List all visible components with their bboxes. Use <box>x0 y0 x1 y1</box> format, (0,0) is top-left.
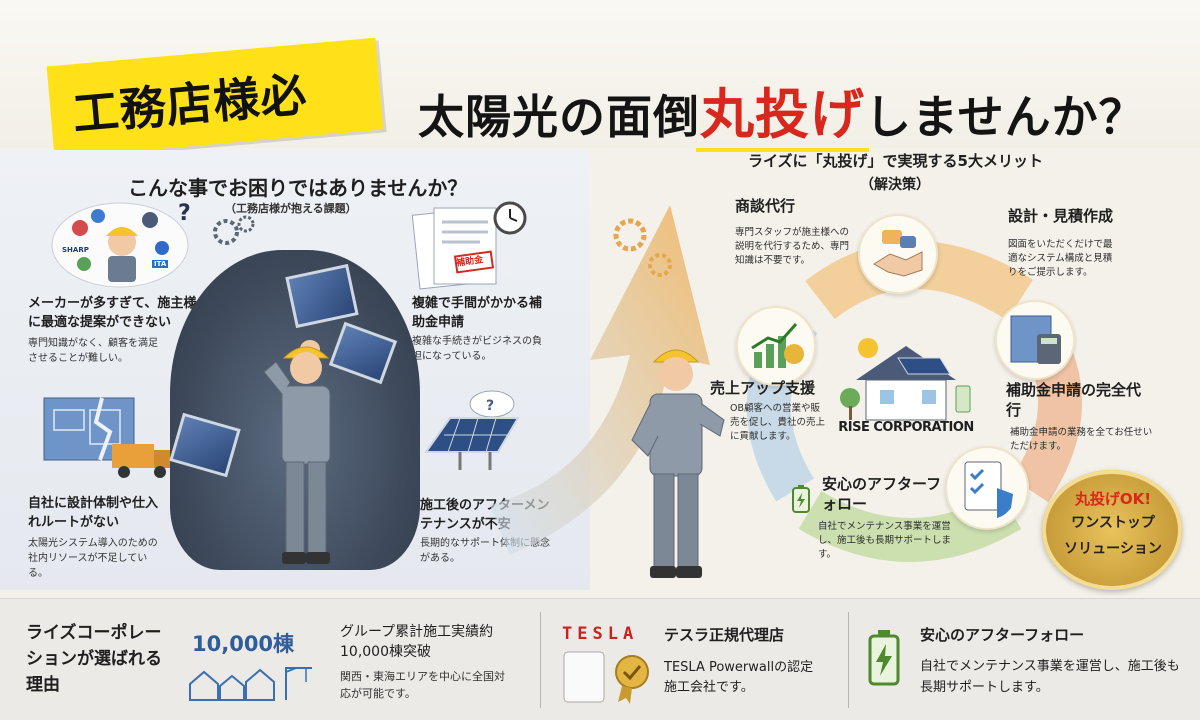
benefit-3-desc: OB顧客への営業や販売を促し、貴社の売上に貢献します。 <box>730 403 826 442</box>
bottom-divider-2 <box>848 612 849 708</box>
battery-charge-icon <box>868 630 900 686</box>
stat-title: グループ累計施工実績約10,000棟突破 <box>340 624 494 660</box>
after-title: 安心のアフターフォロー <box>920 626 1085 644</box>
tesla-logo: TESLA <box>562 624 639 644</box>
logo-label-sharp: SHARP <box>62 246 89 254</box>
svg-text:?: ? <box>486 398 494 414</box>
confident-worker-figure <box>631 349 725 578</box>
headline-highlight: 丸投げ <box>700 83 865 146</box>
solar-panel-cloud-icon: ? <box>424 390 520 470</box>
problem-2-title: 複雑で手間がかかる補助金申請 <box>412 296 543 330</box>
problem-2-desc: 複雑な手続きがビジネスの負担になっている。 <box>412 336 542 362</box>
benefits-title: ライズに「丸投げ」で実現する5大メリット <box>748 152 1043 170</box>
problem-3-title: 自社に設計体制や仕入れルートがない <box>28 496 159 530</box>
one-stop-seal <box>1042 470 1182 590</box>
houses-crane-icon <box>189 667 312 701</box>
reason-title: ライズコーポレーションが選ばれる理由 <box>26 623 162 695</box>
benefit-1-desc: 専門スタッフが施主様への説明を代行するため、専門知識は不要です。 <box>735 227 850 266</box>
tesla-desc: TESLA Powerwallの認定施工会社です。 <box>664 660 814 695</box>
svg-text:?: ? <box>178 201 190 226</box>
documents-clock-icon <box>411 201 527 290</box>
tesla-title: テスラ正規代理店 <box>664 626 785 644</box>
problems-title: こんな事でお困りではありませんか？ <box>128 176 468 200</box>
after-desc: 自社でメンテナンス事業を運営し、施工後も長期サポートします。 <box>920 659 1180 695</box>
blueprint-icon <box>995 300 1075 380</box>
benefit-2-desc: 図面をいただくだけで最適なシステム構成と見積りをご提示します。 <box>1008 239 1113 278</box>
growth-chart-icon <box>736 306 816 386</box>
logo-label-ita: ITA <box>152 260 169 268</box>
handshake-icon <box>858 214 938 294</box>
house-solar-icon <box>840 338 971 421</box>
stat-desc: 関西・東海エリアを中心に全国対応が可能です。 <box>340 670 505 700</box>
seal-line2: ワンストップ <box>1071 515 1155 531</box>
problems-subtitle: （工務店様が抱える課題） <box>225 202 357 215</box>
problem-1-title: メーカーが多すぎて、施主様に最適な提案ができない <box>28 296 197 330</box>
confused-worker-icon: ? <box>51 201 190 288</box>
seal-line3: ソリューション <box>1064 541 1162 557</box>
transition-arrow-icon <box>490 205 710 555</box>
benefit-4-desc: 補助金申請の業務を全てお任せいただけます。 <box>1010 427 1153 452</box>
benefit-3-title: 売上アップ支援 <box>710 379 816 397</box>
problem-4-desc: 長期的なサポート体制に懸念がある。 <box>420 538 550 564</box>
headline-before: 太陽光の面倒 <box>418 90 700 144</box>
benefit-5-title: 安心のアフターフォロー <box>822 475 942 513</box>
benefit-5-desc: 自社でメンテナンス事業を運営し、施工後も長期サポートします。 <box>818 521 952 560</box>
main-headline: 太陽光の面倒丸投げしませんか？ <box>418 70 1146 149</box>
benefit-1-title: 商談代行 <box>735 197 796 215</box>
seal-line1: 丸投げOK! <box>1074 490 1152 508</box>
powerwall-badge-icon <box>563 651 649 704</box>
stat-value: 10,000棟 <box>192 632 295 656</box>
benefits-subtitle: （解決策） <box>860 177 930 193</box>
benefit-4-title: 補助金申請の完全代行 <box>1006 381 1142 419</box>
broken-blueprint-icon <box>43 397 172 478</box>
benefit-2-title: 設計・見積作成 <box>1008 207 1114 225</box>
problem-1-desc: 専門知識がなく、顧客を満足させることが難しい。 <box>28 338 158 364</box>
gears-icon <box>213 215 255 245</box>
headline-after: しませんか？ <box>865 90 1146 144</box>
battery-icon <box>792 485 810 513</box>
problem-3-desc: 太陽光システム導入のための社内リソースが不足している。 <box>28 538 158 579</box>
troubled-worker-figure <box>263 346 331 564</box>
bottom-divider-1 <box>540 612 541 708</box>
company-logo-text: RISE CORPORATION <box>838 420 974 435</box>
checklist-shield-icon <box>945 446 1029 530</box>
